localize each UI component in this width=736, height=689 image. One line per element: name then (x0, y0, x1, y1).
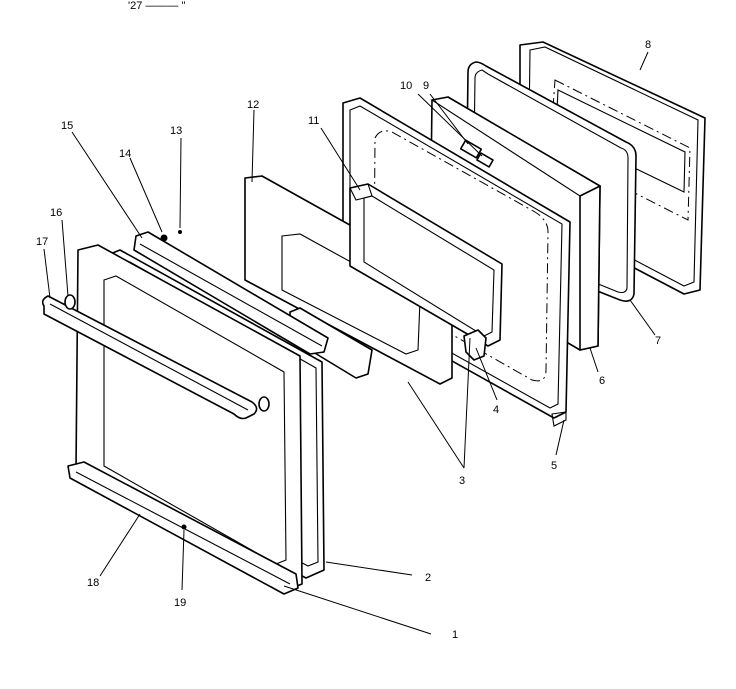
callout-4: 4 (493, 404, 499, 416)
part-14-screw (160, 234, 168, 242)
callout-14: 14 (119, 148, 131, 160)
callout-1: 1 (452, 629, 458, 641)
callout-7: 7 (655, 335, 661, 347)
callout-12: 12 (247, 99, 259, 111)
part-19-screw (181, 524, 187, 530)
callout-11: 11 (308, 115, 319, 127)
callout-10: 10 (400, 80, 412, 92)
callout-18: 18 (87, 577, 99, 589)
callout-2: 2 (425, 572, 431, 584)
part-11-baffle (349, 183, 503, 347)
callout-16: 16 (50, 207, 62, 219)
callout-9: 9 (423, 80, 429, 92)
part-12-insulation (244, 175, 453, 385)
part-17-handle (41, 295, 258, 420)
callout-3: 3 (459, 475, 465, 487)
callout-labels: 1 2 3 4 5 6 7 8 9 10 11 12 13 14 15 16 1… (36, 39, 661, 641)
callout-8: 8 (645, 39, 651, 51)
part-16-end-cap (64, 294, 270, 412)
header-fragment: '27 ——— " (128, 0, 185, 12)
callout-15: 15 (61, 120, 73, 132)
callout-17: 17 (36, 236, 48, 248)
part-15-top-trim (133, 231, 329, 355)
callout-6: 6 (599, 375, 605, 387)
callout-19: 19 (174, 597, 186, 609)
callout-13: 13 (170, 125, 182, 137)
callout-5: 5 (551, 460, 557, 472)
leader-lines (43, 51, 656, 635)
part-13-clip (178, 230, 182, 234)
part-10-hinge-slot (476, 152, 494, 168)
